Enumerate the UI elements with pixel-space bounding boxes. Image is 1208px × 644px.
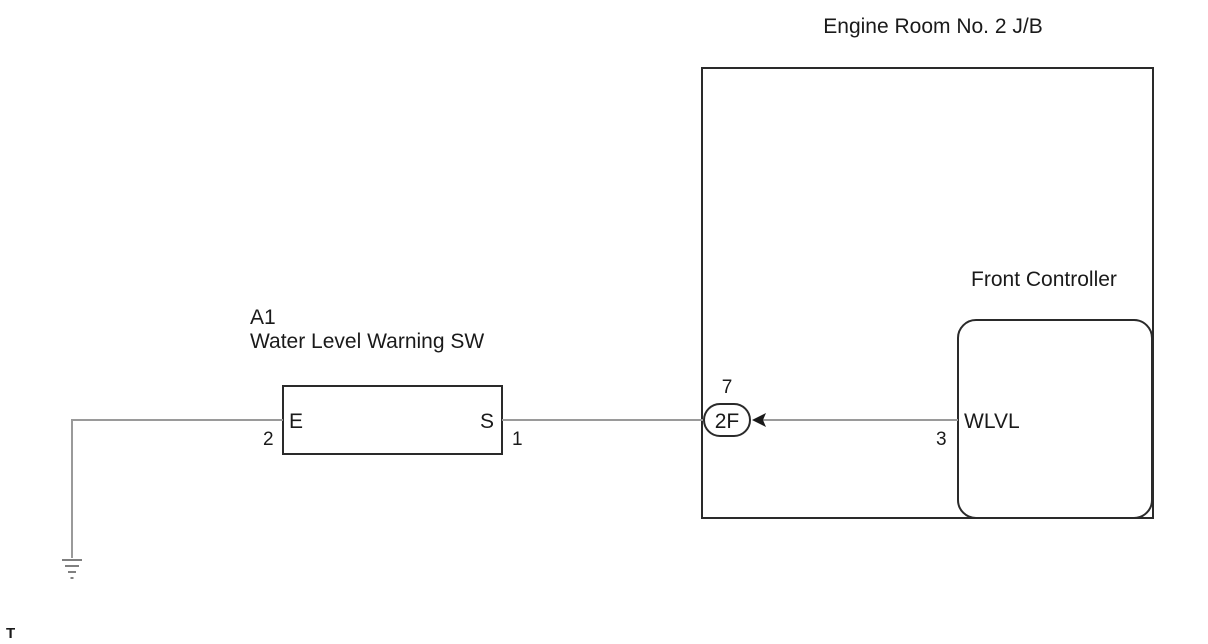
front-controller-title: Front Controller [971, 268, 1117, 291]
connector-label: 2F [715, 410, 740, 433]
connector-oval [703, 403, 751, 437]
ground-icon [62, 559, 82, 579]
front-controller-pin: 3 [936, 429, 947, 450]
junction-block-title: Engine Room No. 2 J/B [823, 15, 1042, 38]
connector-pin: 7 [722, 377, 733, 398]
switch-box [282, 385, 503, 455]
switch-pin-2: 2 [263, 429, 274, 450]
junction-block-outline [701, 67, 1154, 519]
footer-mark: T [6, 625, 15, 642]
connector-arrow-icon [752, 413, 766, 427]
switch-terminal-s: S [480, 410, 494, 433]
switch-name: Water Level Warning SW [250, 330, 484, 353]
switch-pin-1: 1 [512, 429, 523, 450]
ground-wire [71, 419, 283, 558]
wlvl-terminal-label: WLVL [964, 410, 1020, 433]
switch-terminal-e: E [289, 410, 303, 433]
switch-code: A1 [250, 306, 276, 329]
